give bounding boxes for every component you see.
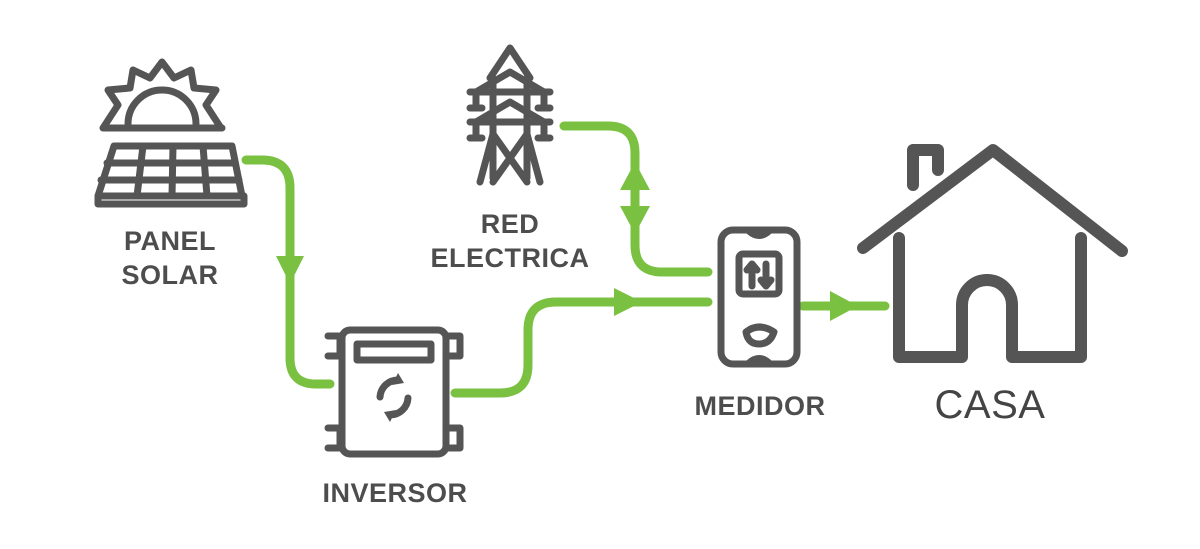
arrow-up [620, 162, 650, 190]
node-label-red-electrica: RED ELECTRICA [430, 209, 590, 273]
meter-icon [717, 226, 801, 368]
edge-panel-inversor [241, 155, 335, 389]
inverter-icon [324, 326, 464, 458]
arrow-right [830, 291, 858, 321]
node-label-panel-solar: PANEL SOLAR [121, 226, 219, 290]
house-icon [857, 144, 1128, 363]
arrow-down [276, 256, 304, 284]
edge-red-medidor [559, 121, 713, 277]
node-label-casa: CASA [934, 383, 1046, 427]
solar-panel-icon [94, 58, 248, 208]
arrow-down [620, 206, 650, 234]
power-tower-icon [466, 44, 554, 186]
node-label-inversor: INVERSOR [322, 478, 468, 508]
arrow-right [614, 288, 642, 316]
edge-medidor-casa [798, 291, 890, 321]
node-label-medidor: MEDIDOR [694, 391, 826, 421]
edge-inversor-medidor [450, 288, 713, 398]
